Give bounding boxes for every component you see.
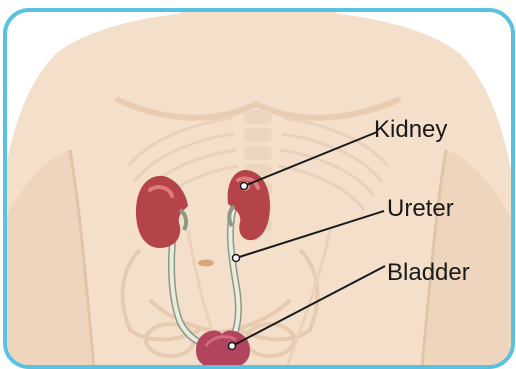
ureter-label: Ureter <box>387 197 454 221</box>
kidney-label: Kidney <box>374 118 447 142</box>
bladder-pointer-dot <box>229 343 236 350</box>
diagram-frame: Kidney Ureter Bladder <box>3 8 515 369</box>
bladder-label: Bladder <box>387 261 470 285</box>
bladder <box>196 331 250 369</box>
ureter-pointer-dot <box>233 255 240 262</box>
urinary-system-illustration <box>3 8 515 369</box>
navel <box>198 260 214 267</box>
kidney-pointer-dot <box>241 183 248 190</box>
